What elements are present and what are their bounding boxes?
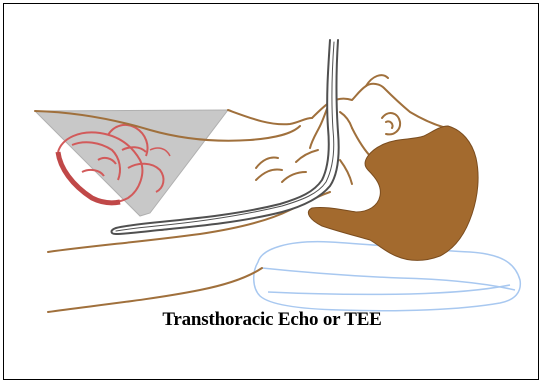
figure-caption: Transthoracic Echo or TEE xyxy=(0,309,544,331)
pillow xyxy=(254,242,521,311)
